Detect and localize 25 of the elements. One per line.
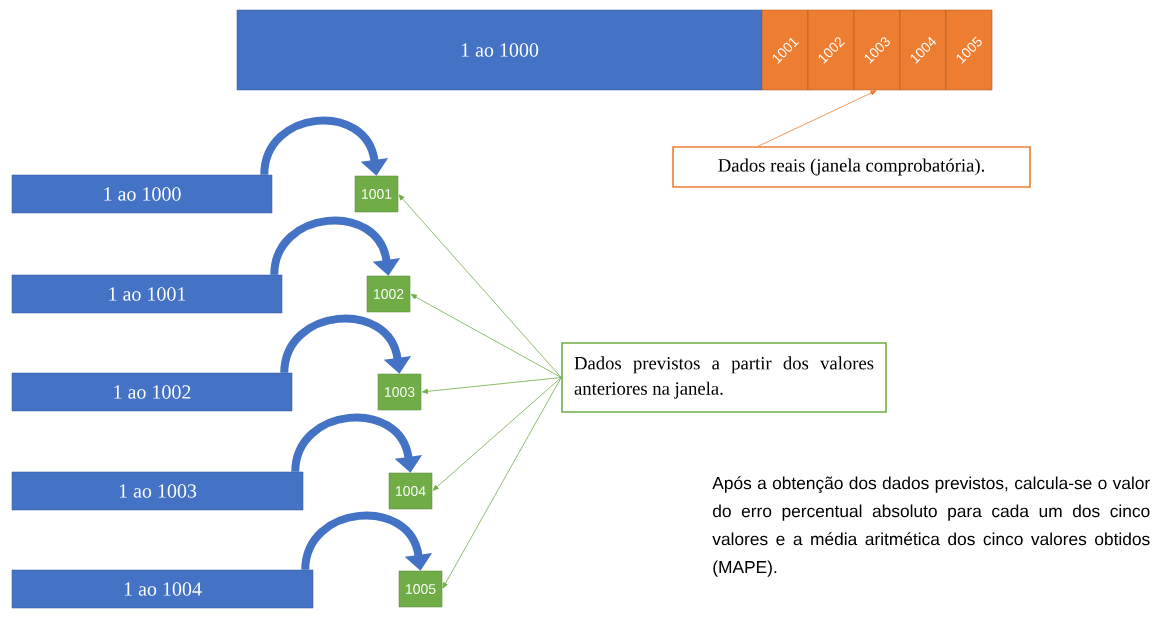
arrow [442, 377, 562, 589]
forecast-box: 1004 [388, 472, 433, 510]
curved-arrow [260, 116, 389, 176]
arrow [432, 377, 562, 491]
data-bar: 1 ao 1002 [11, 372, 293, 412]
forecast-box: 1005 [398, 570, 443, 608]
note-paragraph: Após a obtenção dos dados previstos, calcula-se o valor do erro percentual absoluto para cada um dos cinco valores e a média aritmética dos cinco valores obtidos (MAPE). [712, 476, 1150, 577]
curved-arrow [291, 413, 423, 473]
arrow [410, 294, 562, 378]
data-bar: 1 ao 1001 [11, 274, 283, 314]
arrow [398, 194, 562, 378]
forecast-box: 1002 [366, 275, 411, 313]
callout-box: Dados reais (janela comprobatória). [672, 146, 1031, 188]
arrow [757, 90, 877, 147]
data-bar: 1 ao 1003 [11, 471, 304, 511]
forecast-box: 1003 [377, 373, 422, 411]
data-bar: 1 ao 1000 [11, 174, 273, 214]
curved-arrow [270, 216, 401, 276]
forecast-box: 1001 [354, 175, 399, 213]
arrow [421, 377, 562, 394]
curved-arrow [280, 314, 412, 374]
curved-arrow [301, 511, 433, 571]
callout-box: Dados previstos a partir dos valores anteriores na janela. [561, 342, 887, 413]
data-bar: 1 ao 1004 [11, 569, 314, 609]
data-bar: 1 ao 1000 [236, 9, 763, 91]
